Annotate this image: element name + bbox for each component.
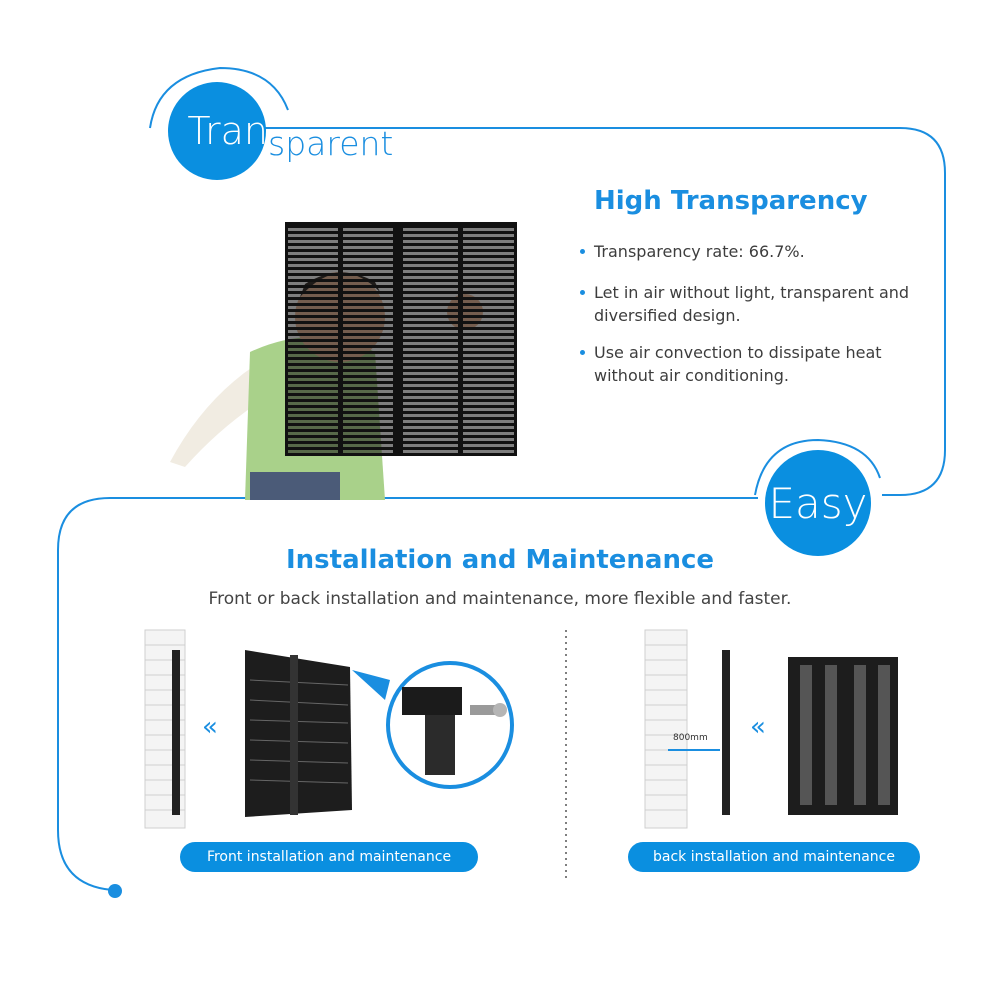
bullet-item: Let in air without light, transparent an…	[580, 281, 910, 327]
back-installation-illustration: «	[644, 629, 898, 829]
bullet-dot	[580, 249, 585, 254]
front-installation-label: Front installation and maintenance	[180, 842, 478, 872]
transparent-panel-illustration	[165, 222, 525, 500]
svg-text:«: «	[202, 712, 218, 742]
bullet-text: Transparency rate: 66.7%.	[594, 242, 805, 261]
easy-badge: Easy	[765, 450, 871, 556]
bullet-text: Use air convection to dissipate heat wit…	[594, 343, 882, 385]
transparent-led-panel	[285, 222, 517, 456]
svg-text:«: «	[750, 712, 766, 742]
transparent-badge-text-a: Tran	[187, 109, 268, 153]
distance-label: 800mm	[673, 733, 708, 743]
front-installation-illustration: «	[144, 629, 514, 829]
transparent-badge: Tran	[168, 82, 268, 180]
high-transparency-heading: High Transparency	[594, 186, 868, 216]
bullet-dot	[580, 290, 585, 295]
panel-grid-lines	[288, 225, 514, 453]
bullet-text: Let in air without light, transparent an…	[594, 283, 910, 325]
bullet-dot	[580, 350, 585, 355]
bullet-item: Use air convection to dissipate heat wit…	[580, 341, 910, 387]
bullet-item: Transparency rate: 66.7%.	[580, 240, 910, 263]
installation-heading: Installation and Maintenance	[286, 545, 714, 575]
installation-subtitle: Front or back installation and maintenan…	[208, 589, 792, 609]
transparent-badge-text-b: sparent	[268, 124, 394, 163]
back-installation-label: back installation and maintenance	[628, 842, 920, 872]
